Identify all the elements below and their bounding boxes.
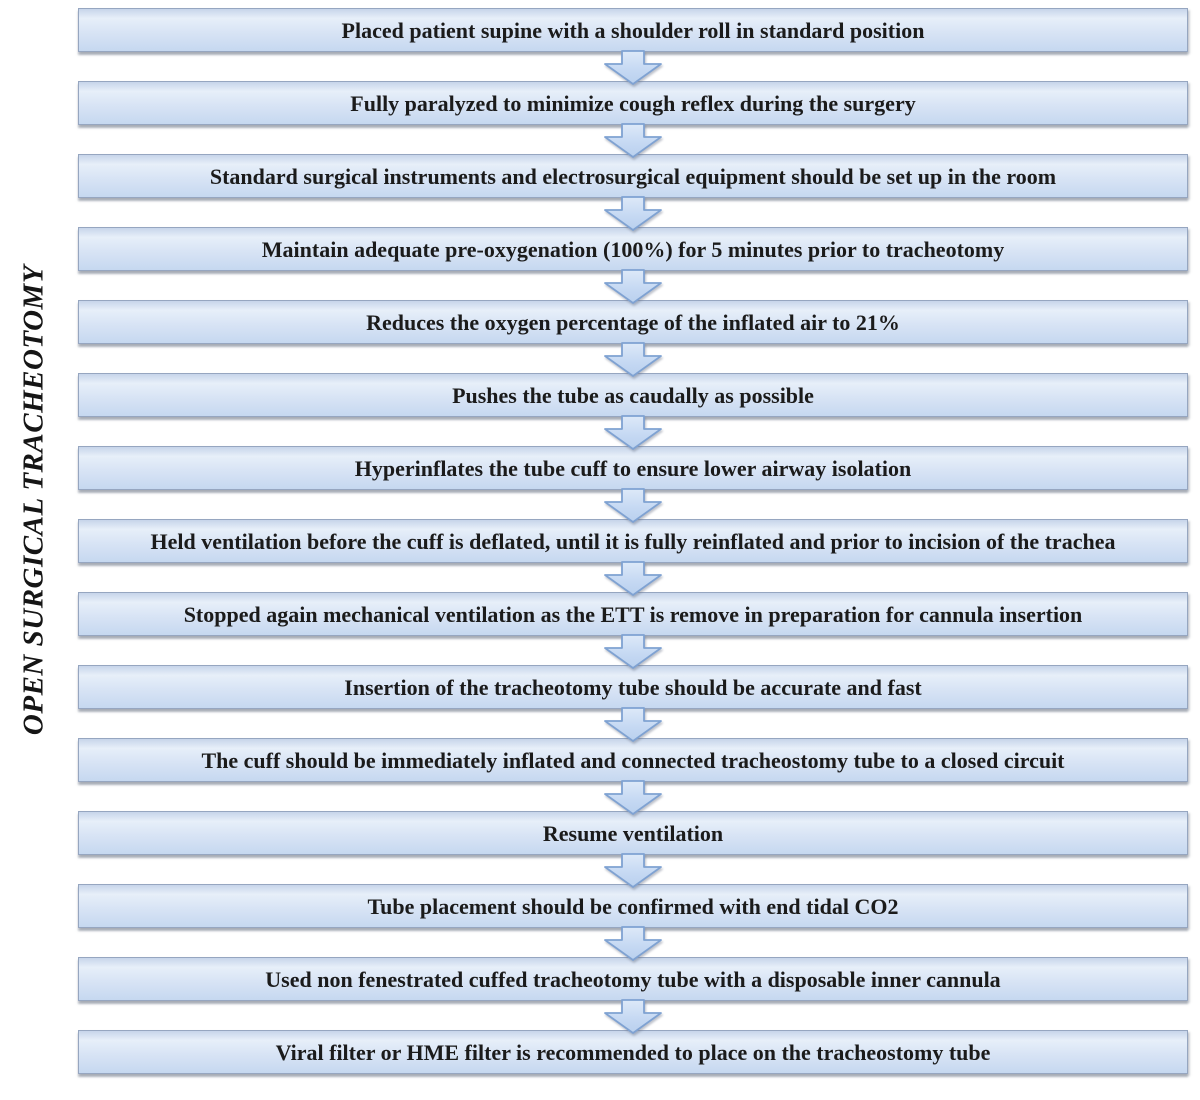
down-arrow-icon bbox=[604, 999, 662, 1034]
down-arrow-icon bbox=[604, 50, 662, 85]
down-arrow-icon bbox=[604, 196, 662, 231]
flow-step-label: Stopped again mechanical ventilation as … bbox=[183, 601, 1083, 627]
flow-step-label: Pushes the tube as caudally as possible bbox=[452, 382, 814, 408]
flow-step-label: Tube placement should be confirmed with … bbox=[367, 893, 899, 919]
flow-connector bbox=[78, 780, 1188, 815]
flow-step-box: Stopped again mechanical ventilation as … bbox=[78, 592, 1188, 636]
flow-step-label: The cuff should be immediately inflated … bbox=[201, 747, 1065, 773]
flow-step-box: Tube placement should be confirmed with … bbox=[78, 884, 1188, 928]
down-arrow-icon bbox=[604, 342, 662, 377]
down-arrow-icon bbox=[604, 853, 662, 888]
flow-connector bbox=[78, 196, 1188, 231]
title-column: OPEN SURGICAL TRACHEOTOMY bbox=[0, 0, 78, 1100]
flow-connector bbox=[78, 634, 1188, 669]
flow-connector bbox=[78, 269, 1188, 304]
flow-step-label: Fully paralyzed to minimize cough reflex… bbox=[350, 90, 916, 116]
flow-step-label: Maintain adequate pre-oxygenation (100%)… bbox=[261, 236, 1005, 262]
flow-step-label: Resume ventilation bbox=[542, 820, 724, 846]
flow-connector bbox=[78, 707, 1188, 742]
flow-step-label: Reduces the oxygen percentage of the inf… bbox=[366, 309, 900, 335]
flow-connector bbox=[78, 342, 1188, 377]
flow-step-box: Resume ventilation bbox=[78, 811, 1188, 855]
down-arrow-icon bbox=[604, 123, 662, 158]
flow-connector bbox=[78, 926, 1188, 961]
flow-step-label: Hyperinflates the tube cuff to ensure lo… bbox=[354, 455, 912, 481]
flow-connector bbox=[78, 853, 1188, 888]
down-arrow-icon bbox=[604, 780, 662, 815]
flow-connector bbox=[78, 415, 1188, 450]
flow-step-box: Viral filter or HME filter is recommende… bbox=[78, 1030, 1188, 1074]
flowchart: Placed patient supine with a shoulder ro… bbox=[78, 8, 1188, 1074]
down-arrow-icon bbox=[604, 415, 662, 450]
flow-step-box: Hyperinflates the tube cuff to ensure lo… bbox=[78, 446, 1188, 490]
flow-step-box: Used non fenestrated cuffed tracheotomy … bbox=[78, 957, 1188, 1001]
flow-step-label: Used non fenestrated cuffed tracheotomy … bbox=[265, 966, 1001, 992]
flow-connector bbox=[78, 123, 1188, 158]
flow-step-label: Held ventilation before the cuff is defl… bbox=[150, 528, 1116, 554]
flow-connector bbox=[78, 488, 1188, 523]
flow-step-box: Standard surgical instruments and electr… bbox=[78, 154, 1188, 198]
flow-step-label: Placed patient supine with a shoulder ro… bbox=[341, 17, 925, 43]
flow-step-label: Viral filter or HME filter is recommende… bbox=[275, 1039, 991, 1065]
flow-step-box: Placed patient supine with a shoulder ro… bbox=[78, 8, 1188, 52]
flow-step-box: Insertion of the tracheotomy tube should… bbox=[78, 665, 1188, 709]
flow-connector bbox=[78, 561, 1188, 596]
flow-step-label: Insertion of the tracheotomy tube should… bbox=[344, 674, 922, 700]
flow-step-label: Standard surgical instruments and electr… bbox=[209, 163, 1057, 189]
flow-step-box: Fully paralyzed to minimize cough reflex… bbox=[78, 81, 1188, 125]
down-arrow-icon bbox=[604, 269, 662, 304]
flow-step-box: Reduces the oxygen percentage of the inf… bbox=[78, 300, 1188, 344]
down-arrow-icon bbox=[604, 707, 662, 742]
down-arrow-icon bbox=[604, 561, 662, 596]
down-arrow-icon bbox=[604, 488, 662, 523]
down-arrow-icon bbox=[604, 926, 662, 961]
down-arrow-icon bbox=[604, 634, 662, 669]
flow-step-box: Pushes the tube as caudally as possible bbox=[78, 373, 1188, 417]
flow-step-box: Maintain adequate pre-oxygenation (100%)… bbox=[78, 227, 1188, 271]
flow-step-box: Held ventilation before the cuff is defl… bbox=[78, 519, 1188, 563]
flow-step-box: The cuff should be immediately inflated … bbox=[78, 738, 1188, 782]
page-title: OPEN SURGICAL TRACHEOTOMY bbox=[17, 264, 50, 736]
flow-connector bbox=[78, 50, 1188, 85]
flow-connector bbox=[78, 999, 1188, 1034]
